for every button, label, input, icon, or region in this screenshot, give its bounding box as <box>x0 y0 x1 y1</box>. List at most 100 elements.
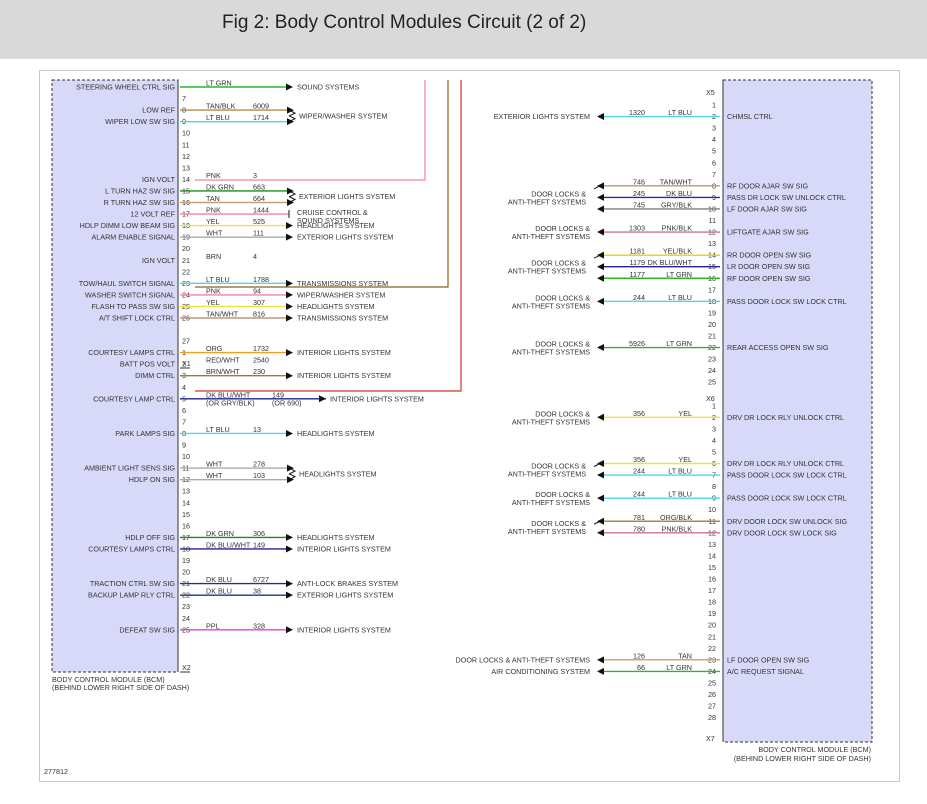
right-pin-number: 16 <box>708 575 716 584</box>
right-pin-number: 11 <box>709 216 716 225</box>
left-wire-color-label: PPL <box>206 621 220 630</box>
right-wire-color-label: LT GRN <box>666 663 692 672</box>
left-wire-color-label: LT BLU <box>206 275 230 284</box>
right-pin-number: 13 <box>708 540 716 549</box>
left-pin-number: 14 <box>182 498 190 507</box>
left-wire-color-label: WHT <box>206 471 223 480</box>
right-pin-number: 19 <box>708 308 716 317</box>
right-wire-color-label: YEL <box>678 409 692 418</box>
left-circuit-number: 94 <box>253 286 261 295</box>
left-signal-label: FLASH TO PASS SW SIG <box>92 302 176 311</box>
left-dest-label: CRUISE CONTROL & <box>297 208 368 217</box>
right-pin-number: 5 <box>712 447 716 456</box>
right-wire-color-label: PNK/BLK <box>662 224 693 233</box>
right-signal-label: RR DOOR OPEN SW SIG <box>727 251 812 260</box>
left-wire-color-label: DK GRN <box>206 529 234 538</box>
right-pin-number: 25 <box>708 378 716 387</box>
left-pin-number: 10 <box>182 452 190 461</box>
left-signal-label: BACKUP LAMP RLY CTRL <box>88 591 175 600</box>
left-dest-label: INTERIOR LIGHTS SYSTEM <box>297 348 391 357</box>
left-dest-label: HEADLIGHTS SYSTEM <box>297 533 374 542</box>
right-pin-number: 1 <box>712 401 716 410</box>
left-wire-arrow <box>286 314 293 322</box>
right-wire-color-label: TAN/WHT <box>660 177 693 186</box>
left-wire-arrow <box>286 291 293 299</box>
right-pin-number: 5 <box>712 147 716 156</box>
left-wire-color-label: DK GRN <box>206 182 234 191</box>
right-group-bracket <box>593 254 601 259</box>
right-circuit-number: 244 <box>633 293 645 302</box>
left-wire-color-label: LT BLU <box>206 425 230 434</box>
right-wire-color-label: LT GRN <box>666 339 692 348</box>
left-pin-number: 23 <box>182 602 190 611</box>
right-wire-color-label: GRY/BLK <box>661 200 692 209</box>
left-dest-label: TRANSMISSIONS SYSTEM <box>297 314 388 323</box>
left-wire-color-label: YEL <box>206 217 220 226</box>
left-wire-arrow <box>286 349 293 357</box>
right-wire-color-label: LT BLU <box>668 108 692 117</box>
left-pin-number: 21 <box>182 256 190 265</box>
right-signal-label: PASS DOOR LOCK SW LOCK CTRL <box>727 471 847 480</box>
right-signal-label: PASS DOOR LOCK SW LOCK CTRL <box>727 494 847 503</box>
right-pin-number: 23 <box>708 355 716 364</box>
left-pin-number: 27 <box>182 337 190 346</box>
right-circuit-number: 780 <box>633 524 645 533</box>
right-dest-label: DOOR LOCKS & <box>531 189 586 198</box>
left-pin-number: 12 <box>182 152 190 161</box>
left-signal-label: BATT POS VOLT <box>120 360 176 369</box>
right-circuit-number: 1177 <box>630 270 645 279</box>
left-signal-label: STEERING WHEEL CTRL SIG <box>76 83 175 92</box>
left-pin-number: 7 <box>182 417 186 426</box>
left-dest-label: WIPER/WASHER SYSTEM <box>297 290 385 299</box>
right-signal-label: DRV DR LOCK RLY UNLOCK CTRL <box>727 459 844 468</box>
right-module-name: BODY CONTROL MODULE (BCM) <box>758 745 871 754</box>
left-wire-color-label: DK BLU <box>206 575 232 584</box>
left-connector-x2-label: X2 <box>182 663 191 672</box>
left-circuit-number: 3 <box>253 171 257 180</box>
right-pin-number: 4 <box>712 135 716 144</box>
right-dest-label: DOOR LOCKS & <box>535 409 590 418</box>
left-wire-arrow <box>286 580 293 588</box>
right-circuit-number: 781 <box>633 513 645 522</box>
right-pin-number: 20 <box>708 320 716 329</box>
left-wire-arrow <box>287 464 294 472</box>
left-wire-arrow <box>286 591 293 599</box>
batt-pos-red-feed <box>195 80 462 392</box>
left-pin-number: 24 <box>182 614 190 623</box>
left-wire-arrow <box>286 83 293 91</box>
left-circuit-number: 13 <box>253 425 261 434</box>
left-signal-label: COURTESY LAMPS CTRL <box>88 348 175 357</box>
right-circuit-number: 126 <box>633 651 645 660</box>
right-pin-number: 10 <box>708 505 716 514</box>
left-dest-label-2: SOUND SYSTEMS <box>297 216 360 225</box>
left-wire-arrow <box>286 233 293 241</box>
right-dest-label: DOOR LOCKS & ANTI-THEFT SYSTEMS <box>456 655 591 664</box>
right-signal-label: CHMSL CTRL <box>727 112 773 121</box>
right-circuit-number: 5926 <box>629 339 645 348</box>
left-dest-label: INTERIOR LIGHTS SYSTEM <box>297 371 391 380</box>
left-signal-label: PARK LAMPS SIG <box>115 429 175 438</box>
left-pin-number: 2 <box>182 360 186 369</box>
right-wire-color-label: LT GRN <box>666 270 692 279</box>
left-wire-arrow <box>286 372 293 380</box>
right-wire-arrow <box>597 113 604 121</box>
right-dest-label-2: ANTI-THEFT SYSTEMS <box>512 348 590 357</box>
right-wire-color-label: LT BLU <box>668 467 692 476</box>
left-wire-color-label: ORG <box>206 344 223 353</box>
left-pin-number: 14 <box>182 175 190 184</box>
left-pin-number: 20 <box>182 244 190 253</box>
left-circuit-number: 663 <box>253 182 265 191</box>
left-signal-label: DIMM CTRL <box>135 371 175 380</box>
right-circuit-number: 1181 <box>630 247 645 256</box>
right-wire-arrow <box>597 667 604 675</box>
right-signal-label: LF DOOR AJAR SW SIG <box>727 204 807 213</box>
right-signal-label: A/C REQUEST SIGNAL <box>727 667 804 676</box>
left-signal-label: DEFEAT SW SIG <box>119 625 175 634</box>
right-signal-label: PASS DR LOCK SW UNLOCK CTRL <box>727 193 846 202</box>
left-circuit-number: 307 <box>253 298 265 307</box>
left-circuit-number: 1444 <box>253 206 269 215</box>
right-wire-arrow <box>597 344 604 352</box>
left-dest-label: EXTERIOR LIGHTS SYSTEM <box>297 591 393 600</box>
left-pin-number: 13 <box>182 487 190 496</box>
left-wire-color-label: TAN/BLK <box>206 102 236 111</box>
